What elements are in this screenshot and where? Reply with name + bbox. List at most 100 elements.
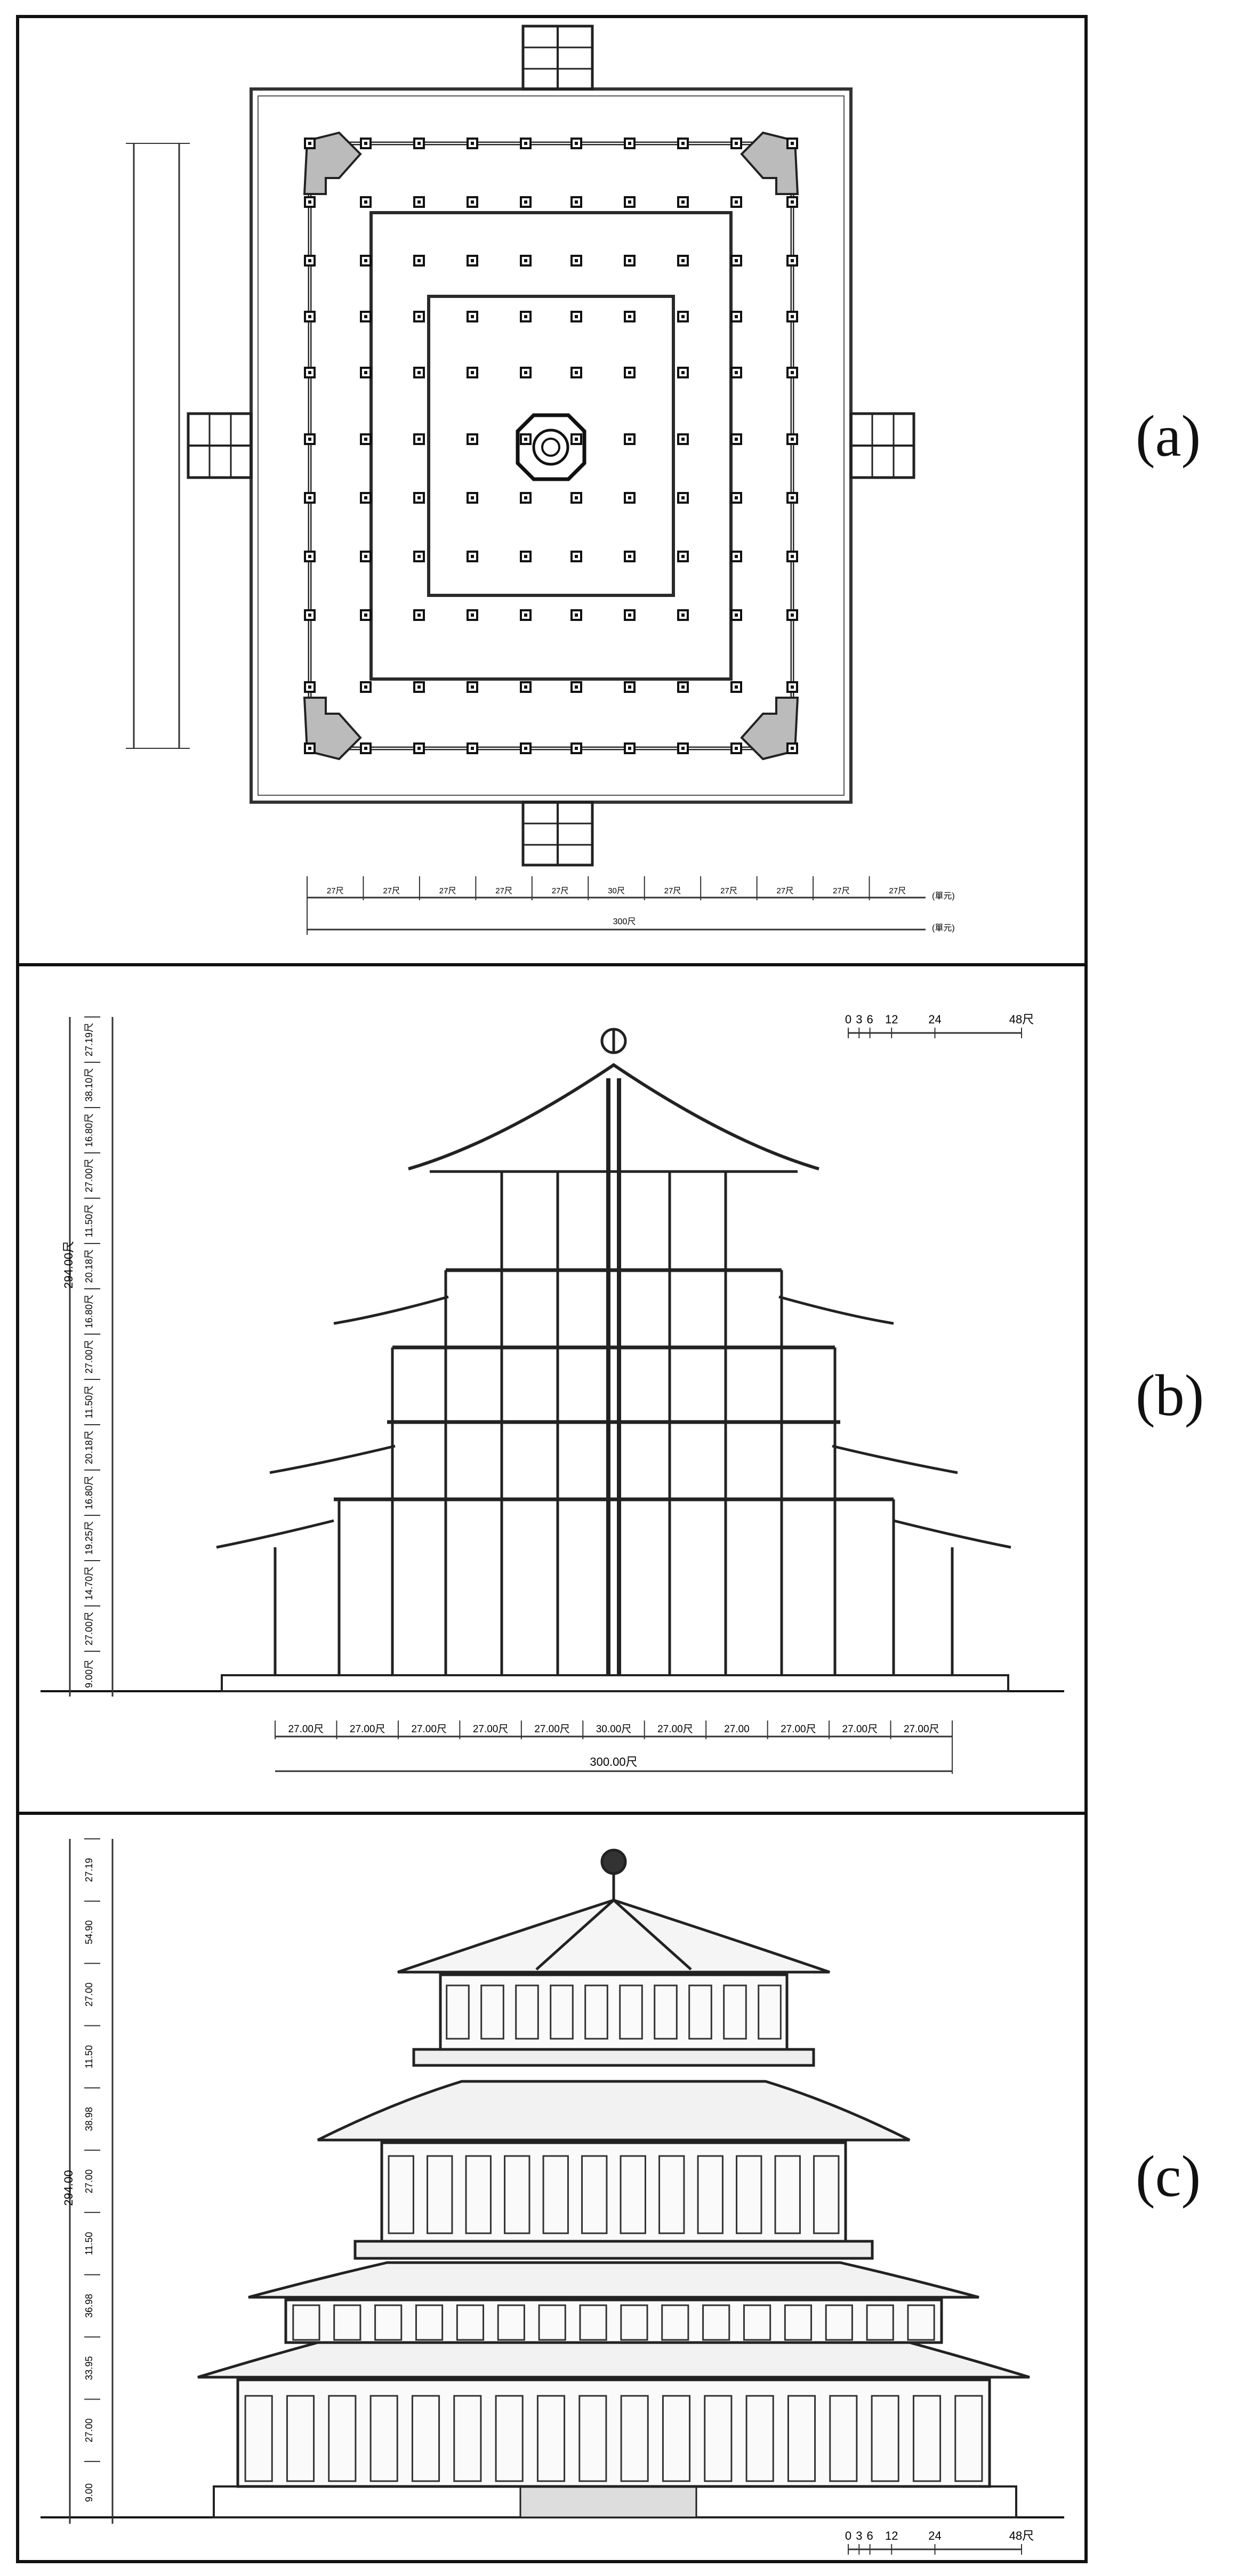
door-panel: [411, 2395, 440, 2482]
scale-tick-label: 3: [856, 2529, 862, 2542]
height-segment-label: 9.00尺: [84, 1660, 94, 1688]
inner-wall: [427, 295, 675, 597]
bay-dimension-label: 30.00尺: [596, 1724, 632, 1735]
height-segment-label: 9.00: [84, 2483, 94, 2502]
platform-inner-outline: [258, 95, 845, 796]
door-panel: [688, 1984, 712, 2040]
door-panel: [697, 2155, 723, 2234]
unit-label-a-1: (單元): [932, 892, 955, 901]
door-panel: [369, 2395, 398, 2482]
bay-dimension-label: 27尺: [439, 886, 456, 895]
door-panel: [453, 2395, 482, 2482]
height-segment-label: 11.50: [84, 2045, 94, 2069]
door-panel: [829, 2395, 858, 2482]
height-segment-label: 11.50: [84, 2232, 94, 2255]
height-segment-label: 14.70尺: [84, 1566, 94, 1600]
corner-piers: [303, 131, 799, 761]
height-segment-label: 33.95: [84, 2356, 94, 2380]
door-panel: [702, 2304, 730, 2341]
stair-south: [521, 801, 594, 867]
bay-dimension-label: 27尺: [552, 886, 569, 895]
door-panel: [480, 1984, 504, 2040]
height-segment-label: 27.00尺: [84, 1340, 94, 1374]
scale-tick-label: 12: [885, 1013, 898, 1026]
bay-dimension-label: 27.00尺: [288, 1724, 324, 1735]
door-panel: [743, 2304, 771, 2341]
bay-dimension-label: 27.00尺: [904, 1724, 939, 1735]
door-panel: [465, 2155, 492, 2234]
scale-tick-label: 12: [885, 2529, 898, 2542]
door-panel: [328, 2395, 357, 2482]
height-segment-label: 11.50尺: [84, 1205, 94, 1238]
bay-dimension-label: 27尺: [833, 886, 850, 895]
door-panel: [495, 2395, 524, 2482]
door-panel: [244, 2395, 273, 2482]
elevation-drawing: 294.00 27.1954.9027.0011.5038.9827.0011.…: [41, 1838, 1064, 2555]
door-panel: [620, 2395, 649, 2482]
bay-dimension-label: 27.00尺: [473, 1724, 509, 1735]
height-segment-label: 16.80尺: [84, 1295, 94, 1328]
vertical-dimension-a: [126, 143, 190, 749]
height-segment-label: 20.18尺: [84, 1431, 94, 1464]
height-segment-label: 16.80尺: [84, 1476, 94, 1509]
panel-label-c: (c): [1136, 2144, 1201, 2209]
bay-dimension-label: 27.00尺: [534, 1724, 570, 1735]
door-panel: [736, 2155, 762, 2234]
column-grid: [304, 138, 798, 754]
scale-tick-label: 48尺: [1009, 1013, 1034, 1026]
height-segment-label: 16.80尺: [84, 1113, 94, 1147]
height-total-c: 294.00: [62, 2170, 75, 2206]
door-panel: [723, 1984, 747, 2040]
scale-tick-label: 24: [928, 1013, 941, 1026]
section-structure: [216, 1028, 1011, 1675]
door-panel: [661, 2304, 689, 2341]
stair-north: [521, 25, 594, 91]
door-panel: [538, 2304, 566, 2341]
height-total-b: 294.00尺: [62, 1241, 75, 1288]
section-drawing: 294.00尺 27.19尺38.10尺16.80尺27.00尺11.50尺20…: [41, 1013, 1064, 1774]
door-panel: [536, 2395, 566, 2482]
height-segment-label: 27.00: [84, 2169, 94, 2193]
door-panel: [292, 2304, 320, 2341]
vertical-dimension-c: [69, 1839, 114, 2524]
door-panel: [813, 2155, 840, 2234]
outer-wall: [308, 141, 794, 750]
door-panel: [578, 2395, 607, 2482]
door-panel: [784, 2304, 813, 2341]
bay-dimension-label: 27尺: [327, 886, 344, 895]
door-panel: [787, 2395, 816, 2482]
door-panel: [745, 2395, 774, 2482]
door-panel: [619, 1984, 643, 2040]
door-panel: [374, 2304, 403, 2341]
bay-dimension-label: 27.00尺: [781, 1724, 816, 1735]
bay-dimension-label: 27尺: [720, 886, 737, 895]
bay-dimension-label: 27.00尺: [842, 1724, 878, 1735]
bay-dimension-label: 27尺: [383, 886, 400, 895]
door-panel: [774, 2155, 801, 2234]
scale-tick-label: 24: [928, 2529, 941, 2542]
door-panel: [550, 1984, 574, 2040]
door-panel: [542, 2155, 569, 2234]
unit-label-a-2: (單元): [932, 924, 955, 933]
door-panel: [584, 1984, 608, 2040]
door-panel: [333, 2304, 361, 2341]
door-panel: [286, 2395, 315, 2482]
height-segment-label: 27.19尺: [84, 1023, 94, 1056]
door-panel: [620, 2304, 648, 2341]
door-panel: [954, 2395, 983, 2482]
door-panel: [515, 1984, 539, 2040]
scale-tick-label: 6: [867, 2529, 873, 2542]
scale-tick-label: 0: [845, 1013, 851, 1026]
scale-tick-label: 48尺: [1009, 2529, 1034, 2542]
door-panel: [654, 1984, 678, 2040]
door-panel: [497, 2304, 525, 2341]
elevation-structure: [197, 1848, 1030, 2488]
height-segment-label: 54.90: [84, 1920, 94, 1944]
door-panel: [866, 2304, 894, 2341]
bay-dimension-label: 27尺: [777, 886, 794, 895]
platform: [221, 1674, 1009, 1692]
elevation-doors: [244, 1984, 983, 2482]
front-stair-c: [519, 2485, 697, 2518]
height-segment-label: 38.98: [84, 2107, 94, 2131]
